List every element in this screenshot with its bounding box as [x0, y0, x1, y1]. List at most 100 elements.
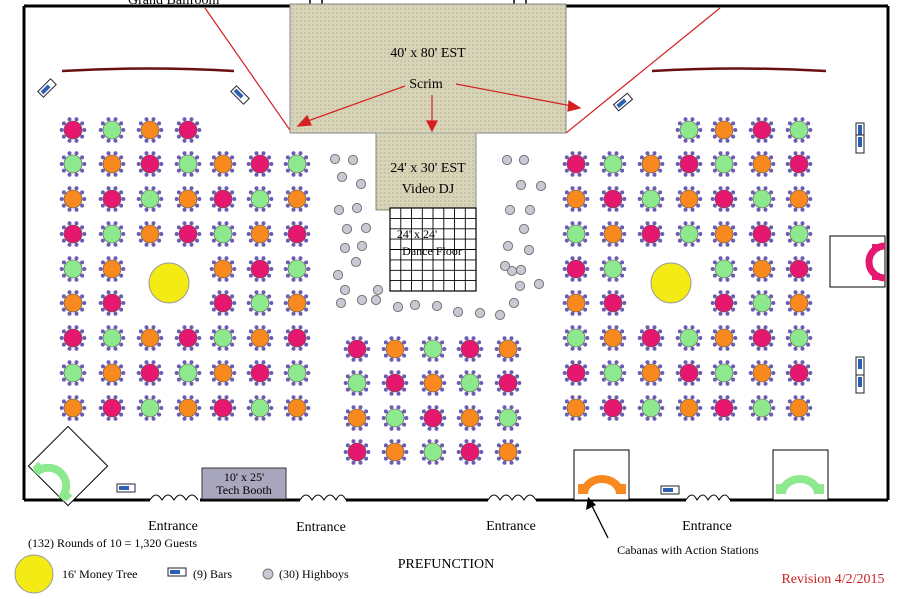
stage [289, 3, 567, 211]
cabana-icon [772, 449, 829, 501]
round-table-icon [381, 405, 409, 431]
round-table-icon [637, 186, 665, 212]
bar-icon [855, 374, 865, 394]
round-table-icon [209, 290, 237, 316]
round-table-icon [419, 336, 447, 362]
round-table-icon [98, 325, 126, 351]
round-table-icon [599, 360, 627, 386]
cabana-icon [27, 425, 109, 507]
round-table-icon [136, 325, 164, 351]
round-table-icon [246, 256, 274, 282]
legend-bars: (9) Bars [193, 567, 232, 581]
round-table-icon [494, 439, 522, 465]
highboy-icon [262, 568, 274, 580]
round-table-icon [283, 290, 311, 316]
round-table-icon [456, 405, 484, 431]
round-table-icon [283, 186, 311, 212]
round-table-icon [419, 405, 447, 431]
dance-floor [389, 207, 477, 292]
sightlines [204, 7, 721, 134]
round-table-icon [98, 117, 126, 143]
bars [37, 78, 865, 495]
bar-icon [660, 485, 680, 495]
bar-icon [612, 92, 634, 112]
round-table-icon [785, 151, 813, 177]
highboy-icon [336, 171, 348, 183]
legend: (132) Rounds of 10 = 1,320 Guests 16' Mo… [14, 536, 349, 594]
round-table-icon [562, 360, 590, 386]
round-table-icon [419, 370, 447, 396]
round-table-icon [710, 395, 738, 421]
round-table-icon [562, 256, 590, 282]
highboy-icon [535, 180, 547, 192]
highboy-icon [351, 202, 363, 214]
round-table-icon [209, 256, 237, 282]
highboy-icon [329, 153, 341, 165]
round-table-icon [710, 151, 738, 177]
round-table-icon [136, 395, 164, 421]
round-table-icon [381, 336, 409, 362]
highboy-icon [431, 300, 443, 312]
legend-highboys: (30) Highboys [279, 567, 349, 581]
highboy-icon [339, 242, 351, 254]
round-table-icon [599, 325, 627, 351]
highboy-icon [524, 204, 536, 216]
round-table-icon [59, 151, 87, 177]
round-table-icon [785, 360, 813, 386]
round-table-icon [675, 186, 703, 212]
round-table-icon [748, 325, 776, 351]
round-tables [59, 117, 813, 465]
highboy-icon [518, 223, 530, 235]
round-table-icon [283, 256, 311, 282]
round-table-icon [136, 221, 164, 247]
round-table-icon [59, 117, 87, 143]
round-table-icon [748, 117, 776, 143]
highboy-icon [494, 309, 506, 321]
highboy-icon [356, 240, 368, 252]
round-table-icon [562, 395, 590, 421]
round-table-icon [637, 221, 665, 247]
round-table-icon [59, 360, 87, 386]
cabana-icon [829, 235, 886, 288]
round-table-icon [59, 221, 87, 247]
round-table-icon [494, 370, 522, 396]
highboys [329, 153, 547, 321]
round-table-icon [710, 186, 738, 212]
round-table-icon [246, 325, 274, 351]
round-table-icon [637, 395, 665, 421]
round-table-icon [599, 256, 627, 282]
highboy-icon [518, 154, 530, 166]
round-table-icon [98, 151, 126, 177]
round-table-icon [246, 221, 274, 247]
cabanas-arrow [590, 503, 609, 539]
round-table-icon [98, 256, 126, 282]
round-table-icon [246, 186, 274, 212]
round-table-icon [283, 395, 311, 421]
entrance-label: Entrance [296, 520, 346, 535]
bar-icon [855, 134, 865, 154]
round-table-icon [785, 117, 813, 143]
round-table-icon [246, 290, 274, 316]
round-table-icon [174, 151, 202, 177]
round-table-icon [599, 290, 627, 316]
cabanas-arrowhead [586, 497, 596, 510]
highboy-icon [350, 256, 362, 268]
round-table-icon [246, 360, 274, 386]
round-table-icon [98, 221, 126, 247]
round-table-icon [283, 151, 311, 177]
legend-money-tree: 16' Money Tree [62, 567, 138, 581]
round-table-icon [562, 290, 590, 316]
round-table-icon [136, 151, 164, 177]
dance-floor-label: Dance Floor [402, 244, 462, 258]
round-table-icon [710, 290, 738, 316]
tech-booth-size: 10' x 25' [224, 470, 264, 484]
round-table-icon [748, 395, 776, 421]
round-table-icon [98, 360, 126, 386]
highboy-icon [339, 284, 351, 296]
entrance-label: Entrance [682, 519, 732, 534]
highboy-icon [501, 154, 513, 166]
round-table-icon [343, 370, 371, 396]
highboy-icon [341, 223, 353, 235]
highboy-icon [523, 244, 535, 256]
round-table-icon [456, 336, 484, 362]
